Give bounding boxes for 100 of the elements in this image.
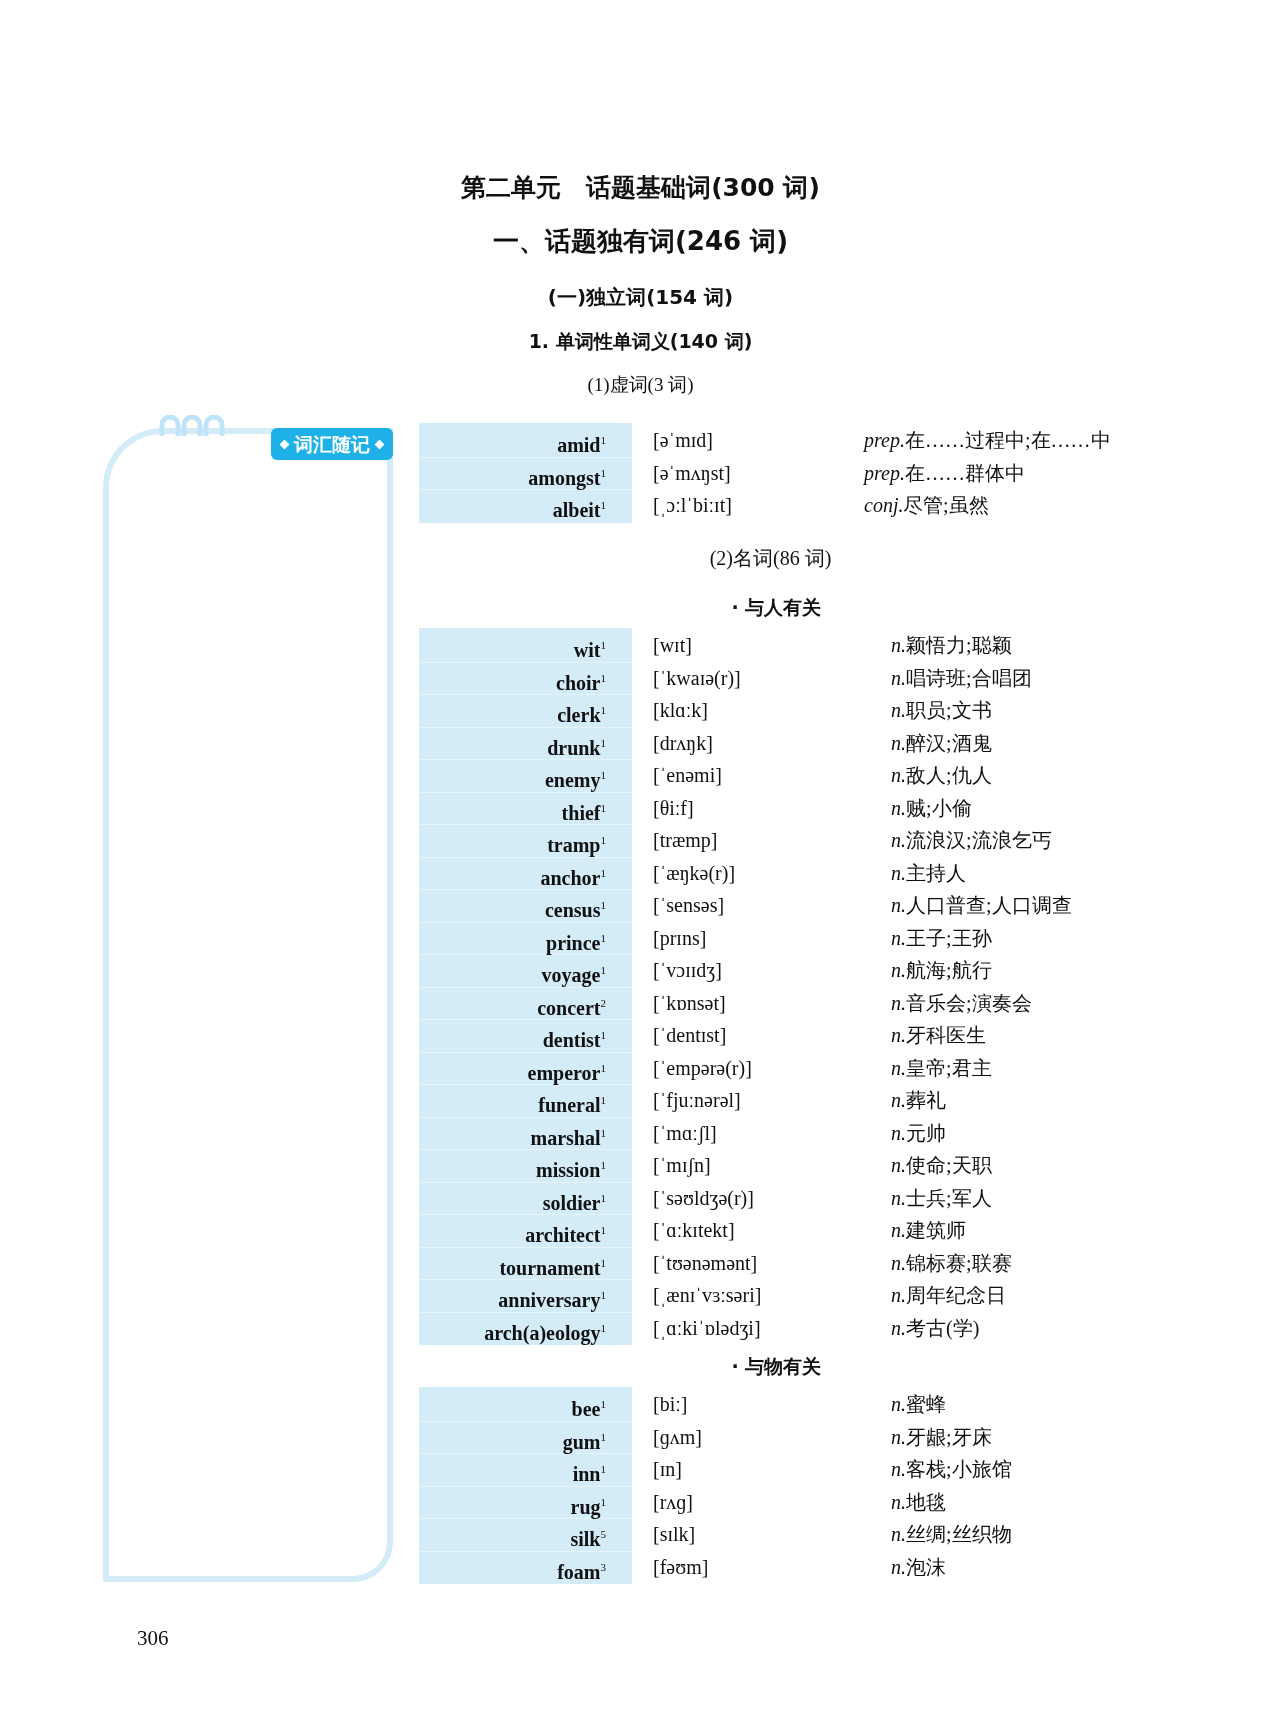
phonetic: [ˈmɑːʃl] (653, 1120, 717, 1147)
part-of-speech: n. (891, 1424, 906, 1450)
headword: bee$^{1}$ (571, 1396, 606, 1422)
part-of-speech: n. (891, 1489, 906, 1515)
headword: arch(a)eology$^{1}$ (484, 1320, 606, 1347)
part-of-speech: prep. (864, 428, 905, 454)
phonetic: [ˈæŋkə(r)] (653, 860, 736, 887)
headword: emperor$^{1}$ (527, 1060, 606, 1087)
phonetic: [ˌɑːkiˈɒlədʒi] (653, 1315, 761, 1342)
definition: 牙科医生 (906, 1023, 986, 1048)
part-of-speech: n. (891, 860, 906, 886)
headword: clerk$^{1}$ (557, 702, 606, 728)
phonetic: [θiːf] (653, 795, 694, 821)
phonetic: [ˈvɔɪɪdʒ] (653, 958, 722, 984)
part-of-speech: n. (891, 1522, 906, 1547)
definition: 人口普查;人口调查 (906, 893, 1072, 918)
phonetic: [ˈkwaɪə(r)] (653, 665, 741, 692)
headword: albeit$^{1}$ (552, 497, 606, 523)
headword: amongst$^{1}$ (528, 465, 606, 492)
definition: 职员;文书 (906, 698, 992, 723)
phonetic: [ˈkɒnsət] (653, 990, 726, 1016)
headword: prince$^{1}$ (546, 930, 606, 957)
headword: census$^{1}$ (544, 897, 606, 923)
panel-tab: 词汇随记 (271, 428, 393, 460)
definition: 唱诗班;合唱团 (906, 665, 1032, 691)
section-heading: 1. 单词性单词义(140 词) (527, 329, 754, 354)
definition: 皇帝;君主 (906, 1055, 992, 1081)
phonetic: [fəʊm] (653, 1554, 709, 1580)
part-of-speech: n. (891, 925, 906, 951)
headword: rug$^{1}$ (570, 1494, 606, 1521)
part-of-speech: prep. (864, 460, 905, 487)
headword: foam$^{3}$ (557, 1559, 606, 1585)
definition: 客栈;小旅馆 (906, 1457, 1012, 1482)
part-of-speech: n. (891, 1218, 906, 1243)
definition: 士兵;军人 (906, 1185, 992, 1211)
headword: gum$^{1}$ (562, 1429, 606, 1456)
definition: 使命;天职 (906, 1153, 992, 1178)
phonetic: [ˈempərə(r)] (653, 1055, 752, 1082)
definition: 元帅 (906, 1120, 946, 1146)
part-of-speech: n. (891, 1315, 906, 1341)
headword: marshal$^{1}$ (530, 1125, 606, 1151)
headword: anchor$^{1}$ (540, 865, 606, 891)
part-of-speech: n. (891, 1120, 906, 1146)
part-of-speech: n. (891, 665, 906, 691)
headword: voyage$^{1}$ (541, 962, 606, 989)
phonetic: [ˈtʊənəmənt] (653, 1250, 758, 1276)
part-of-speech: n. (891, 763, 906, 788)
part-of-speech: n. (891, 1185, 906, 1211)
headword: mission$^{1}$ (536, 1157, 606, 1183)
page-title: 第二单元 话题基础词(300 词) (460, 173, 821, 203)
headword: thief$^{1}$ (561, 800, 606, 826)
headword: concert$^{2}$ (537, 995, 606, 1021)
phonetic: [wɪt] (653, 633, 692, 658)
definition: 锦标赛;联赛 (906, 1250, 1012, 1276)
headword: anniversary$^{1}$ (498, 1287, 606, 1314)
section-heading: 一、话题独有词(246 词) (491, 227, 790, 255)
definition: 葬礼 (906, 1088, 946, 1113)
definition: 考古(学) (906, 1315, 980, 1342)
page-number: 306 (137, 1625, 169, 1652)
part-of-speech: n. (891, 795, 906, 821)
definition: 地毯 (906, 1489, 946, 1515)
definition: 周年纪念日 (906, 1283, 1006, 1308)
part-of-speech: n. (891, 1283, 906, 1308)
headword: amid$^{1}$ (557, 432, 606, 458)
definition: 在……群体中 (905, 460, 1025, 484)
part-of-speech: n. (891, 1457, 906, 1482)
phonetic: [sɪlk] (653, 1522, 696, 1547)
section-heading: (一)独立词(154 词) (546, 284, 735, 311)
part-of-speech: n. (891, 730, 906, 756)
phonetic: [træmp] (653, 828, 718, 854)
definition: 流浪汉;流浪乞丐 (906, 828, 1052, 853)
part-of-speech: n. (891, 1554, 906, 1580)
part-of-speech: n. (891, 633, 906, 658)
phonetic: [ˈmɪʃn] (653, 1153, 711, 1179)
definition: 主持人 (906, 860, 966, 886)
phonetic: [ɪn] (653, 1457, 682, 1482)
headword: inn$^{1}$ (572, 1461, 606, 1487)
phonetic: [ˌɔːlˈbiːɪt] (653, 493, 732, 519)
phonetic: [ˈfjuːnərəl] (653, 1088, 741, 1114)
definition: 音乐会;演奏会 (906, 990, 1032, 1016)
definition: 醉汉;酒鬼 (906, 730, 992, 756)
phonetic: [ˈenəmi] (653, 763, 722, 788)
definition: 敌人;仇人 (906, 763, 992, 788)
phonetic: [biː] (653, 1392, 688, 1417)
headword: enemy$^{1}$ (544, 767, 606, 794)
definition: 蜜蜂 (906, 1392, 946, 1417)
headword: wit$^{1}$ (573, 637, 606, 663)
definition: 王子;王孙 (906, 925, 992, 951)
part-of-speech: conj. (864, 493, 904, 519)
headword: soldier$^{1}$ (542, 1190, 606, 1216)
phonetic: [drʌŋk] (653, 730, 713, 757)
definition: 贼;小偷 (906, 795, 972, 821)
notes-panel (103, 428, 393, 1582)
phonetic: [klɑːk] (653, 698, 708, 723)
phonetic: [rʌɡ] (653, 1489, 693, 1516)
headword: tournament$^{1}$ (499, 1255, 606, 1281)
part-of-speech: n. (891, 1023, 906, 1048)
section-heading: · 与人有关 (730, 595, 823, 620)
definition: 泡沫 (906, 1554, 946, 1580)
headword: drunk$^{1}$ (547, 735, 606, 761)
